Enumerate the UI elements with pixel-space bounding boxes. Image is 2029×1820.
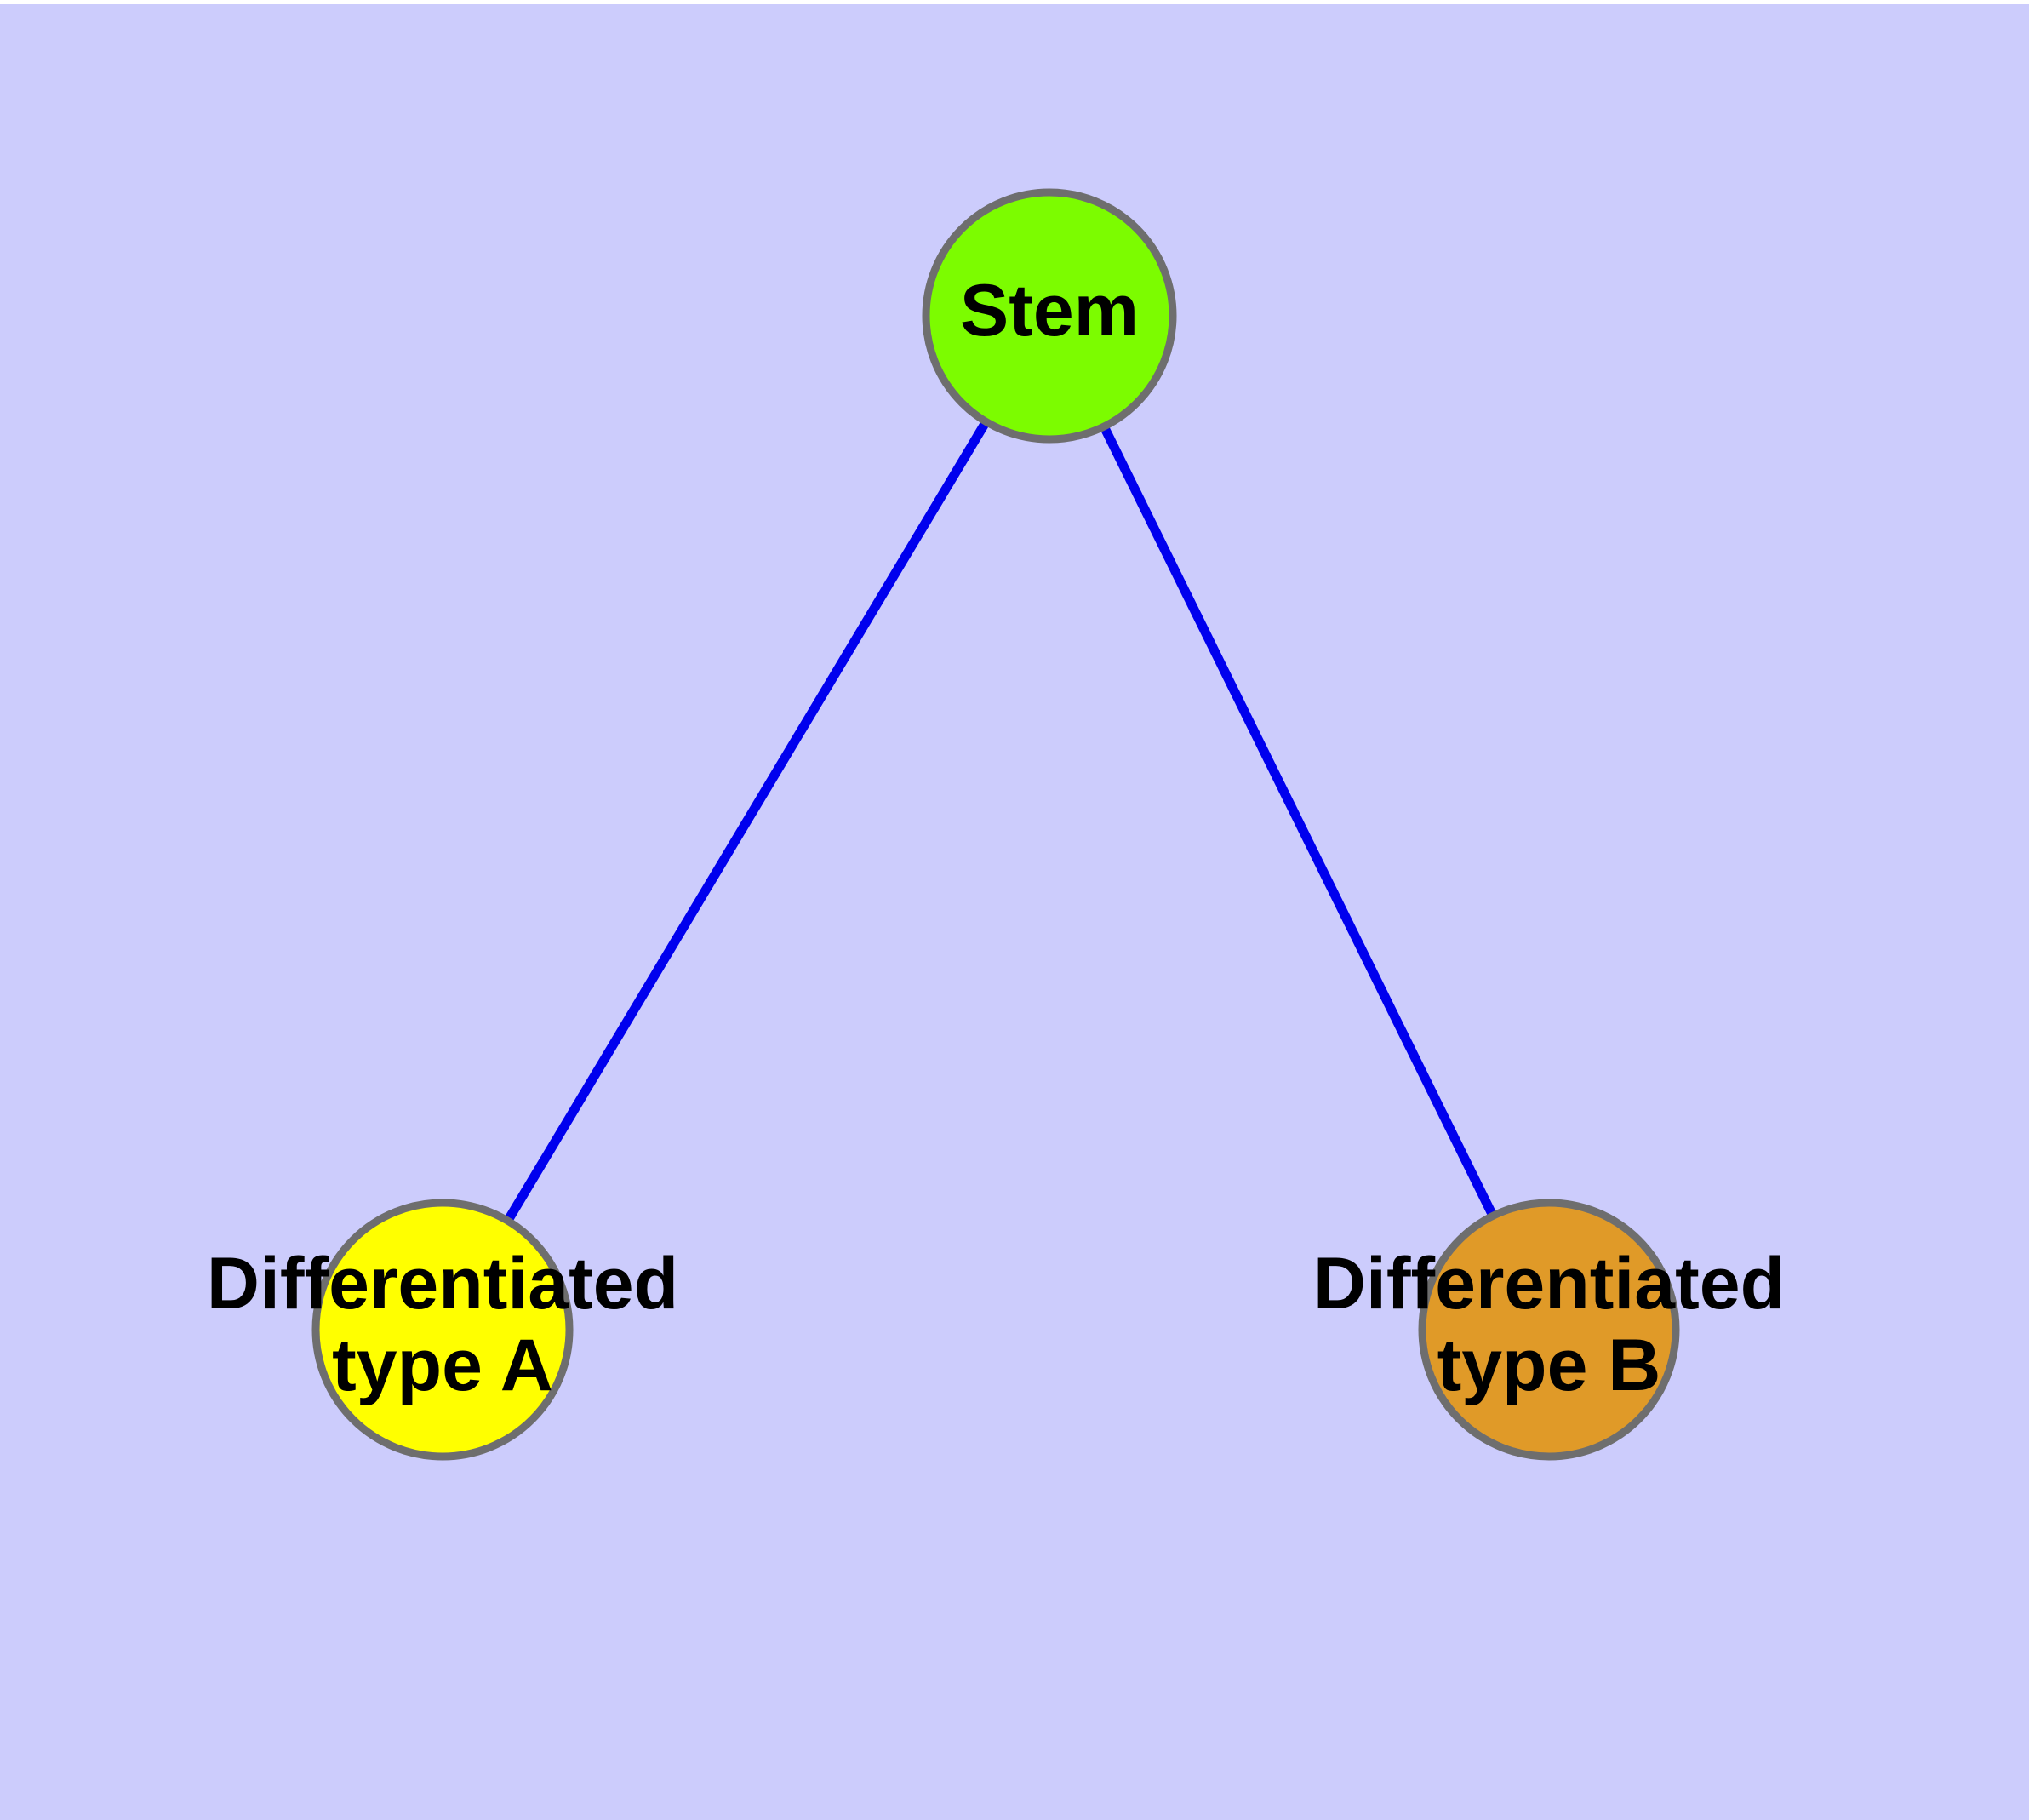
node-label-line: Differentiated xyxy=(1313,1243,1785,1325)
edge-stem-diff-a[interactable] xyxy=(502,417,992,1225)
node-label-line: type B xyxy=(1437,1325,1661,1406)
node-label-line: Differentiated xyxy=(207,1243,678,1325)
edge-stem-diff-b[interactable] xyxy=(1099,422,1498,1220)
node-label-stem: Stem xyxy=(960,270,1139,352)
node-label-line: Stem xyxy=(960,270,1139,352)
nodes-layer xyxy=(311,188,1680,1461)
node-diff-a[interactable] xyxy=(311,1199,574,1461)
node-stem[interactable] xyxy=(922,188,1177,444)
edges-layer xyxy=(502,417,1498,1225)
node-label-line: type A xyxy=(332,1325,553,1406)
node-diff-b[interactable] xyxy=(1418,1199,1680,1461)
